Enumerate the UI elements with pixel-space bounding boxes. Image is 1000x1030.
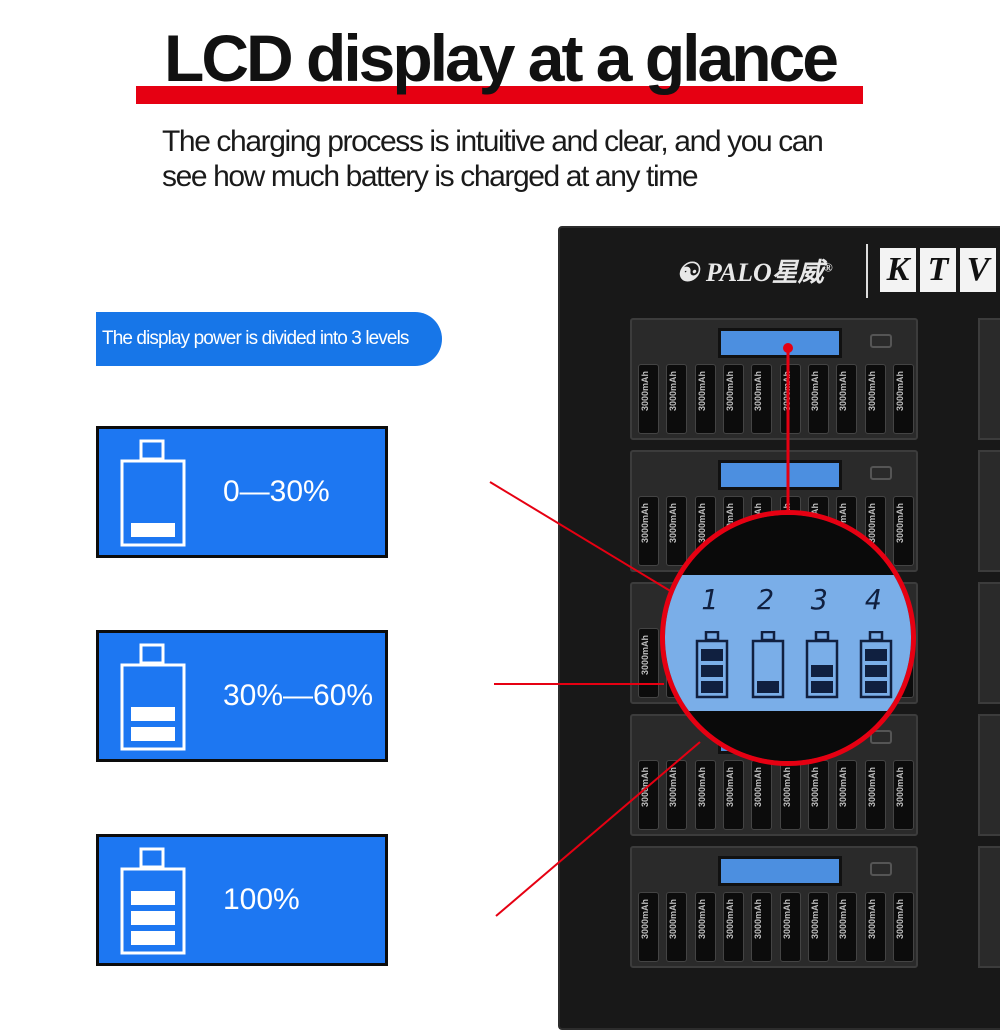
page-title: LCD display at a glance — [164, 21, 839, 95]
palo-logo-icon: ☯ — [676, 258, 700, 287]
battery-mid-icon — [119, 643, 189, 758]
level-box-mid: 30%—60% — [96, 630, 388, 762]
module-cells: 3000mAh 3000mAh 3000mAh 3000mAh 3000mAh 3000m… — [638, 892, 914, 962]
slot-number: 2 — [757, 583, 774, 616]
level-box-full: 100% — [96, 834, 388, 966]
levels-banner: The display power is divided into 3 leve… — [96, 312, 442, 366]
charging-module-right — [978, 318, 1000, 440]
module-button — [870, 862, 892, 876]
slot-battery-icon — [695, 631, 729, 699]
module-lcd — [718, 460, 842, 490]
battery-cell: 3000mAh — [694, 892, 716, 962]
battery-cell: 3000mAh — [864, 892, 886, 962]
level-label-low: 0—30% — [223, 475, 330, 508]
charging-module: 3000mAh 3000mAh 3000mAh 3000mAh 3000mAh 3000m… — [630, 846, 918, 968]
brand-name: PALO星威 — [705, 258, 824, 287]
battery-cell: 3000mAh — [722, 364, 744, 434]
level-box-low: 0—30% — [96, 426, 388, 558]
subtitle-line-2: see how much battery is charged at any t… — [162, 160, 699, 193]
registered-mark: ® — [823, 260, 833, 275]
series-letter: V — [960, 248, 996, 292]
battery-cell: 3000mAh — [751, 364, 773, 434]
battery-cell: 3000mAh — [892, 892, 914, 962]
module-lcd — [718, 856, 842, 886]
battery-cell: 3000mAh — [638, 628, 659, 698]
slot-number: 4 — [865, 583, 882, 616]
slot-number: 3 — [811, 583, 828, 616]
battery-cell: 3000mAh — [666, 364, 688, 434]
battery-cell: 3000mAh — [779, 892, 801, 962]
pointer-lines — [489, 343, 793, 917]
brand-divider — [866, 244, 868, 298]
battery-low-icon — [119, 439, 189, 554]
subtitle-line-1: The charging process is intuitive and cl… — [162, 125, 824, 158]
battery-cell: 3000mAh — [722, 892, 744, 962]
battery-cell: 3000mAh — [836, 892, 858, 962]
charging-module-right — [978, 450, 1000, 572]
battery-cell: 3000mAh — [751, 892, 773, 962]
page-subtitle: The charging process is intuitive and cl… — [162, 124, 922, 194]
battery-cell: 3000mAh — [638, 364, 659, 434]
magnified-lcd: 1 2 3 4 — [665, 575, 911, 711]
series-letter: K — [880, 248, 916, 292]
slot-number: 1 — [701, 583, 718, 616]
brand-logo: ☯ PALO星威® — [676, 252, 833, 289]
pointer-line-top — [489, 481, 673, 593]
brand-bar: ☯ PALO星威® K T V — [560, 228, 1000, 314]
module-cells: 3000mAh 3000mAh 3000mAh 3000mAh 3000mAh 3000m… — [638, 364, 914, 434]
level-label-full: 100% — [223, 883, 300, 916]
module-button — [870, 466, 892, 480]
battery-cell: 3000mAh — [864, 364, 886, 434]
pointer-dot — [783, 343, 793, 353]
battery-cell: 3000mAh — [638, 892, 659, 962]
magnifier-frame-top — [665, 515, 911, 575]
lcd-magnifier: 1 2 3 4 — [660, 510, 916, 766]
charging-module-right — [978, 582, 1000, 704]
series-letter: T — [920, 248, 956, 292]
charging-module: 3000mAh 3000mAh 3000mAh 3000mAh 3000mAh 3000m… — [630, 318, 918, 440]
pointer-line-bottom — [495, 741, 701, 917]
magnifier-frame-bottom — [665, 711, 911, 761]
charging-module-right — [978, 846, 1000, 968]
battery-cell: 3000mAh — [779, 364, 801, 434]
slot-battery-icon — [805, 631, 839, 699]
module-button — [870, 334, 892, 348]
charging-module-right — [978, 714, 1000, 836]
battery-cell: 3000mAh — [638, 496, 659, 566]
module-lcd — [718, 328, 842, 358]
slot-battery-icon — [859, 631, 893, 699]
battery-cell: 3000mAh — [836, 364, 858, 434]
battery-full-icon — [119, 847, 189, 962]
title-underline — [136, 86, 863, 104]
series-logo: K T V — [880, 248, 996, 292]
level-label-mid: 30%—60% — [223, 679, 374, 712]
battery-cell: 3000mAh — [807, 892, 829, 962]
battery-cell: 3000mAh — [807, 364, 829, 434]
slot-battery-icon — [751, 631, 785, 699]
battery-cell: 3000mAh — [666, 892, 688, 962]
battery-cell: 3000mAh — [892, 364, 914, 434]
battery-cell: 3000mAh — [694, 364, 716, 434]
